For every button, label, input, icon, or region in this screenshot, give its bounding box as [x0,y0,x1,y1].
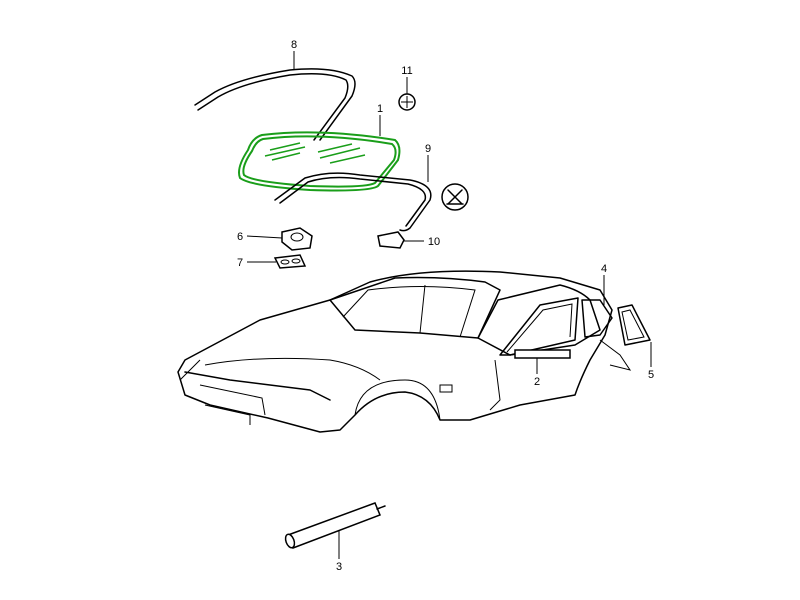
part-10-retainer[interactable] [377,231,405,249]
part-9-lower-trim[interactable] [274,172,432,232]
callout-7[interactable]: 7 [237,257,243,269]
part-7-gasket[interactable] [273,254,307,269]
callout-10[interactable]: 10 [428,236,440,248]
part-4-quarter-window[interactable] [581,299,613,338]
callout-8[interactable]: 8 [291,39,297,51]
part-11-clip[interactable] [398,93,416,111]
car-body-outline [177,270,632,433]
part-5-quarter-seal[interactable] [617,304,651,346]
part-6-mirror-base[interactable] [281,227,313,251]
callout-9[interactable]: 9 [425,143,431,155]
adhesive-symbol-icon [441,183,469,211]
part-8-windshield-trim[interactable] [194,68,356,141]
leader-lines [246,51,652,559]
callout-4[interactable]: 4 [601,263,607,275]
callout-3[interactable]: 3 [336,561,342,573]
part-2-door-window[interactable] [499,297,579,359]
part-1-windshield-glass[interactable] [238,131,401,192]
part-3-adhesive-tube[interactable] [284,502,386,549]
callout-1[interactable]: 1 [377,103,383,115]
callout-2[interactable]: 2 [534,376,540,388]
callout-6[interactable]: 6 [237,231,243,243]
callout-5[interactable]: 5 [648,369,654,381]
callout-11[interactable]: 11 [401,65,412,77]
